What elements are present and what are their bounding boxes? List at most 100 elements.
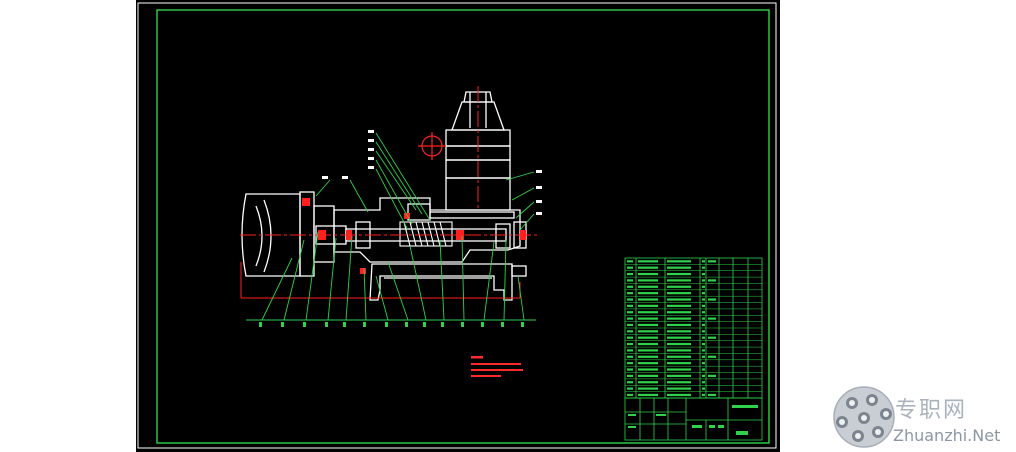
parts-list-cell-mark <box>708 374 716 377</box>
centerlines <box>240 86 540 299</box>
parts-list-cell-mark <box>638 355 658 358</box>
parts-list-cell-mark <box>638 374 658 377</box>
parts-list-cell-mark <box>702 330 705 333</box>
parts-list-cell-mark <box>702 336 705 339</box>
parts-list-cell-mark <box>627 285 633 288</box>
parts-list-cell-mark <box>708 317 716 320</box>
parts-list-cell-mark <box>708 355 716 358</box>
parts-list-cell-mark <box>638 260 658 263</box>
parts-list-cell-mark <box>667 362 691 365</box>
parts-list-cell-mark <box>627 279 633 282</box>
parts-list-cell-mark <box>627 330 633 333</box>
parts-list-cell-mark <box>667 393 691 397</box>
parts-list-cell-mark <box>627 266 633 269</box>
leader-lines <box>246 132 536 321</box>
parts-list-cell-mark <box>638 336 658 339</box>
parts-list-cell-mark <box>667 292 691 295</box>
technical-notes <box>471 356 523 377</box>
bottom-callout-marks <box>259 322 524 327</box>
parts-list-cell-mark <box>627 304 633 307</box>
outer-frame <box>137 2 777 449</box>
parts-list-cell-mark <box>667 298 691 301</box>
parts-list-cell-mark <box>638 311 658 314</box>
parts-list-cell-mark <box>638 342 658 346</box>
parts-list-cell-mark <box>702 317 705 320</box>
parts-list-cell-mark <box>627 292 633 295</box>
parts-list-cell-mark <box>627 374 633 377</box>
parts-list-cell-mark <box>667 285 691 288</box>
parts-list-cell-mark <box>638 285 658 288</box>
parts-list-cell-mark <box>627 355 633 358</box>
inner-frame <box>156 9 770 444</box>
parts-list-text-marks <box>627 260 716 397</box>
parts-list-cell-mark <box>667 311 691 314</box>
parts-list-cell-mark <box>667 368 691 371</box>
parts-list-cell-mark <box>708 393 716 397</box>
parts-list-cell-mark <box>702 279 705 282</box>
parts-list-cell-mark <box>702 342 705 346</box>
parts-list-cell-mark <box>667 349 691 352</box>
parts-list-cell-mark <box>627 272 633 276</box>
parts-list-cell-mark <box>702 355 705 358</box>
parts-list-cell-mark <box>708 298 716 301</box>
parts-list-cell-mark <box>638 349 658 352</box>
parts-list-cell-mark <box>638 330 658 333</box>
parts-list-cell-mark <box>638 387 658 390</box>
watermark-logo <box>833 386 895 448</box>
parts-list-cell-mark <box>627 311 633 314</box>
parts-list-cell-mark <box>667 387 691 390</box>
parts-list-cell-mark <box>702 387 705 390</box>
parts-list-cell-mark <box>667 317 691 320</box>
parts-list-cell-mark <box>638 304 658 307</box>
parts-list-cell-mark <box>667 323 691 327</box>
drawing-sheet <box>136 0 780 452</box>
parts-list-cell-mark <box>702 272 705 276</box>
title-block-text-marks <box>628 405 758 435</box>
parts-list-cell-mark <box>627 317 633 320</box>
parts-list-cell-mark <box>702 374 705 377</box>
parts-list-cell-mark <box>702 381 705 384</box>
parts-list-cell-mark <box>667 260 691 263</box>
parts-list-cell-mark <box>627 336 633 339</box>
parts-list-cell-mark <box>627 349 633 352</box>
title-block <box>624 397 763 441</box>
parts-list-cell-mark <box>627 298 633 301</box>
watermark-chinese-text: 专职网 <box>895 398 968 423</box>
parts-list-cell-mark <box>627 387 633 390</box>
parts-list-cell-mark <box>627 381 633 384</box>
parts-list-cell-mark <box>627 393 633 397</box>
parts-list-cell-mark <box>627 323 633 327</box>
watermark-latin-text: Zhuanzhi.Net <box>893 426 1001 445</box>
parts-list-cell-mark <box>638 292 658 295</box>
parts-list-cell-mark <box>638 272 658 276</box>
parts-list-cell-mark <box>627 342 633 346</box>
parts-list-cell-mark <box>708 260 716 263</box>
parts-list-cell-mark <box>638 368 658 371</box>
parts-list-cell-mark <box>667 381 691 384</box>
parts-list-cell-mark <box>702 393 705 397</box>
parts-list-cell-mark <box>702 285 705 288</box>
parts-list-cell-mark <box>638 317 658 320</box>
parts-list-cell-mark <box>702 311 705 314</box>
parts-list-cell-mark <box>667 374 691 377</box>
parts-list-cell-mark <box>708 336 716 339</box>
parts-list-cell-mark <box>667 336 691 339</box>
parts-list-cell-mark <box>667 266 691 269</box>
parts-list-cell-mark <box>638 266 658 269</box>
parts-list-cell-mark <box>702 266 705 269</box>
parts-list-cell-mark <box>667 342 691 346</box>
parts-list-cell-mark <box>667 279 691 282</box>
parts-list-cell-mark <box>638 279 658 282</box>
parts-list-cell-mark <box>702 323 705 327</box>
parts-list-cell-mark <box>627 368 633 371</box>
parts-list-cell-mark <box>702 349 705 352</box>
parts-list-cell-mark <box>638 362 658 365</box>
parts-list-cell-mark <box>638 381 658 384</box>
parts-list-cell-mark <box>667 355 691 358</box>
parts-list-cell-mark <box>702 368 705 371</box>
parts-list-cell-mark <box>667 304 691 307</box>
parts-list-cell-mark <box>702 304 705 307</box>
parts-list-rows <box>625 264 762 392</box>
parts-list-cell-mark <box>667 272 691 276</box>
